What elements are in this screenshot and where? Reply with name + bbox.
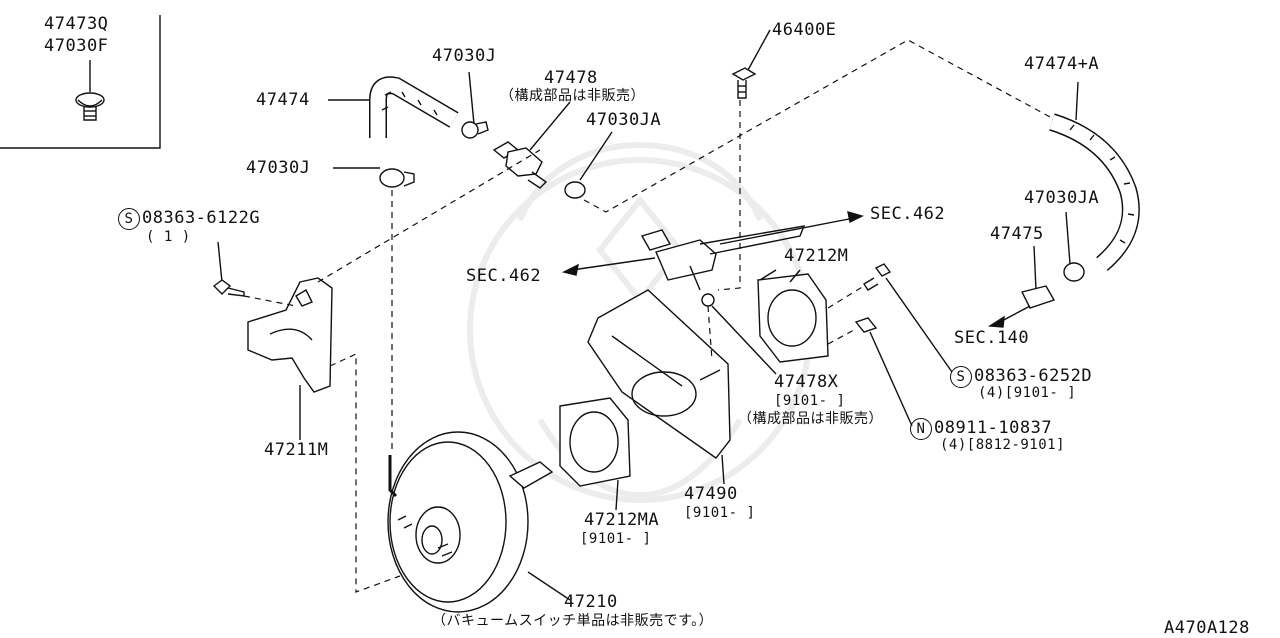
label-47210-note: （バキュームスイッチ単品は非販売です。） xyxy=(432,613,714,629)
bolt-46400e xyxy=(731,29,771,99)
inset-frame xyxy=(0,15,161,149)
label-47030ja-right: 47030JA xyxy=(1024,188,1100,208)
linework xyxy=(0,15,1140,613)
label-47212ma-date: [9101- ] xyxy=(580,531,652,547)
sec140-arrow xyxy=(987,315,1005,328)
s-symbol: S xyxy=(950,366,972,388)
n-symbol: N xyxy=(910,418,932,440)
label-47478x-date: [9101- ] xyxy=(774,393,846,409)
label-47030j-mid: 47030J xyxy=(246,158,311,178)
sec462-left-arrow-line xyxy=(571,257,656,271)
clamp-47030ja-top xyxy=(564,181,586,199)
label-47474a: 47474+A xyxy=(1024,54,1100,74)
label-47030j-top: 47030J xyxy=(432,46,497,66)
label-47474: 47474 xyxy=(256,90,310,110)
label-47478-note: （構成部品は非販売） xyxy=(500,88,645,104)
bracket-47490 xyxy=(587,289,731,485)
label-47473q: 47473Q xyxy=(44,14,109,34)
clamp-47030j-top xyxy=(461,121,479,139)
label-47030f: 47030F xyxy=(44,36,109,56)
label-sec462-right: SEC.462 xyxy=(870,204,946,224)
label-47478x: 47478X xyxy=(774,372,839,392)
clamp-47030j-mid xyxy=(379,168,405,188)
label-47212ma: 47212MA xyxy=(584,510,660,530)
valve-47475 xyxy=(1020,285,1056,309)
label-sec462-left: SEC.462 xyxy=(466,266,542,286)
label-47212m: 47212M xyxy=(784,246,849,266)
label-47475: 47475 xyxy=(990,224,1044,244)
s-symbol: S xyxy=(118,208,140,230)
clamp-47030ja-right xyxy=(1063,262,1085,282)
booster-47210 xyxy=(387,431,571,613)
hose-47474 xyxy=(328,76,459,138)
label-46400e: 46400E xyxy=(772,20,837,40)
vacuum-switch xyxy=(640,229,777,375)
label-sec140: SEC.140 xyxy=(954,328,1030,348)
label-s-08363-6122g-qty: ( 1 ) xyxy=(146,229,191,245)
label-n-08911-10837-qty: (4)[8812-9101] xyxy=(940,437,1066,453)
label-47490: 47490 xyxy=(684,484,738,504)
label-47210: 47210 xyxy=(564,592,618,612)
gasket-47212m xyxy=(757,269,829,363)
bracket-47211m xyxy=(247,277,333,440)
label-47478x-note: （構成部品は非販売） xyxy=(738,411,883,427)
dashed-guides xyxy=(243,39,1053,593)
clip-47473q xyxy=(75,60,105,121)
hose-47474a xyxy=(1049,81,1140,271)
gasket-47212ma xyxy=(559,397,631,511)
label-47211m: 47211M xyxy=(264,440,329,460)
diagram-code: A470A128 xyxy=(1164,618,1250,638)
label-s-08363-6252d-qty: (4)[9101- ] xyxy=(978,385,1077,401)
label-47030ja-top: 47030JA xyxy=(586,110,662,130)
sec462-right-arrow-line xyxy=(719,217,855,245)
valve-47478 xyxy=(492,101,571,189)
label-47490-date: [9101- ] xyxy=(684,505,756,521)
label-47478: 47478 xyxy=(544,68,598,88)
